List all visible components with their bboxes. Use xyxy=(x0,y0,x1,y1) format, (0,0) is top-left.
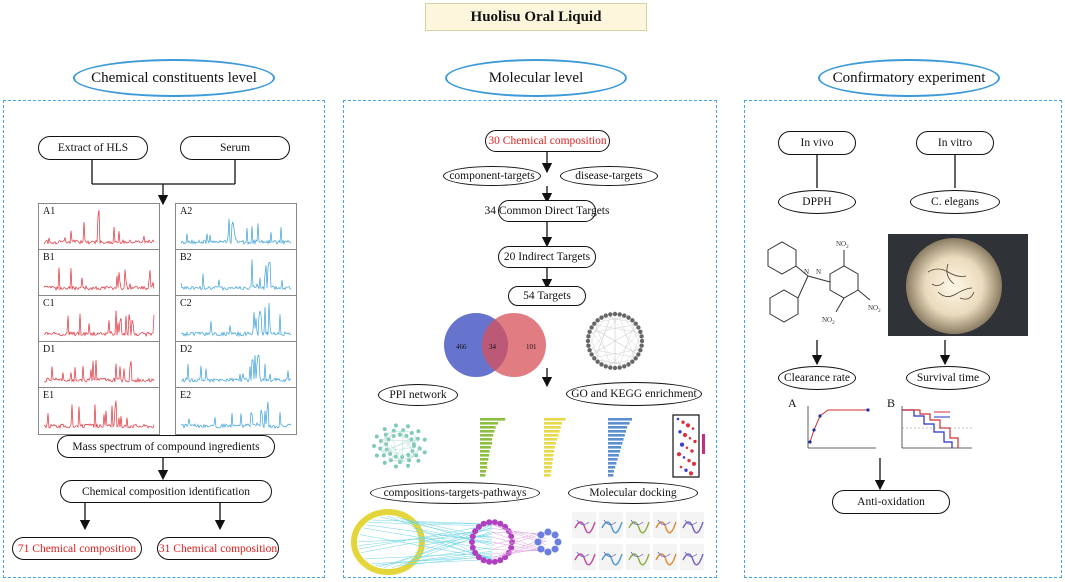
chemical-level-oval: Chemical constituents level xyxy=(73,59,275,97)
spectrum-left-3: D1 xyxy=(38,341,160,389)
c-elegans-node: C. elegans xyxy=(910,190,1000,214)
targets-54-node: 54 Targets xyxy=(508,286,586,306)
svg-text:N: N xyxy=(804,268,809,276)
spectrum-label: D1 xyxy=(43,344,56,355)
spectrum-left-1: B1 xyxy=(38,249,160,297)
identification-node: Chemical composition identification xyxy=(60,480,272,503)
confirmatory-level-oval: Confirmatory experiment xyxy=(818,59,1000,97)
venn-right-circle xyxy=(482,313,546,377)
anti-oxidation-node: Anti-oxidation xyxy=(832,490,950,514)
clearance-rate-chart xyxy=(807,406,876,449)
dpph-structure: N N NO2 NO2 NO2 xyxy=(767,240,881,326)
component-targets-node: component-targets xyxy=(443,166,541,186)
molecular-level-oval: Molecular level xyxy=(445,59,627,97)
spectrum-label: B2 xyxy=(180,252,192,263)
dpph-node: DPPH xyxy=(778,190,856,214)
composition-30-node: 30 Chemical composition xyxy=(485,130,610,152)
result-71-node: 71 Chemical composition xyxy=(12,537,142,560)
no2-mid-label: NO2 xyxy=(822,316,835,326)
venn-right-value: 101 xyxy=(526,343,537,351)
disease-targets-node: disease-targets xyxy=(560,166,658,186)
page-title: Huolisu Oral Liquid xyxy=(425,3,647,31)
molecular-panel xyxy=(343,100,717,578)
c-elegans-micrograph xyxy=(888,234,1028,336)
kegg-dot-plot xyxy=(672,414,705,478)
spectrum-label: C2 xyxy=(180,298,192,309)
serum-node: Serum xyxy=(180,136,290,160)
extract-hls-node: Extract of HLS xyxy=(38,136,148,160)
chemical-panel xyxy=(3,100,325,578)
target-network-ring xyxy=(585,311,645,371)
pathway-network-image xyxy=(351,509,704,575)
spectrum-label: E2 xyxy=(180,390,192,401)
survival-time-node: Survival time xyxy=(906,366,990,390)
spectrum-right-1: B2 xyxy=(175,249,297,297)
spectrum-left-0: A1 xyxy=(38,203,160,251)
survival-time-chart xyxy=(901,406,972,449)
spectrum-right-4: E2 xyxy=(175,387,297,435)
pathways-node: compositions-targets-pathways xyxy=(370,482,540,504)
indirect-targets-node: 20 Indirect Targets xyxy=(498,246,596,268)
spectrum-label: C1 xyxy=(43,298,55,309)
spectrum-right-3: D2 xyxy=(175,341,297,389)
chart-a-label: A xyxy=(788,396,797,410)
spectrum-label: E1 xyxy=(43,390,55,401)
clearance-rate-node: Clearance rate xyxy=(778,366,856,390)
mass-spectrum-node: Mass spectrum of compound ingredients xyxy=(57,435,275,458)
venn-left-value: 466 xyxy=(456,343,467,351)
spectrum-right-2: C2 xyxy=(175,295,297,343)
spectrum-label: B1 xyxy=(43,252,55,263)
venn-middle-value: 34 xyxy=(489,343,497,351)
venn-diagram: 466 34 101 xyxy=(444,313,546,377)
confirmatory-panel xyxy=(744,100,1062,578)
spectrum-label: A2 xyxy=(180,206,193,217)
chart-b-label: B xyxy=(887,396,896,410)
spectrum-label: A1 xyxy=(43,206,56,217)
spectrum-left-2: C1 xyxy=(38,295,160,343)
spectrum-label: D2 xyxy=(180,344,193,355)
spectrum-right-0: A2 xyxy=(175,203,297,251)
enrichment-thumbnails xyxy=(372,416,680,477)
ppi-network-node: PPI network xyxy=(378,384,458,406)
in-vitro-node: In vitro xyxy=(916,131,994,155)
common-direct-node: 34 Common Direct Targets xyxy=(485,200,609,222)
in-vivo-node: In vivo xyxy=(778,131,856,155)
go-kegg-node: GO and KEGG enrichment xyxy=(566,382,702,406)
result-31-node: 31 Chemical composition xyxy=(157,537,279,560)
no2-right-label: NO2 xyxy=(868,304,881,314)
spectrum-left-4: E1 xyxy=(38,387,160,435)
svg-text:N: N xyxy=(816,268,821,276)
no2-top-label: NO2 xyxy=(836,240,849,250)
docking-node: Molecular docking xyxy=(568,482,698,504)
